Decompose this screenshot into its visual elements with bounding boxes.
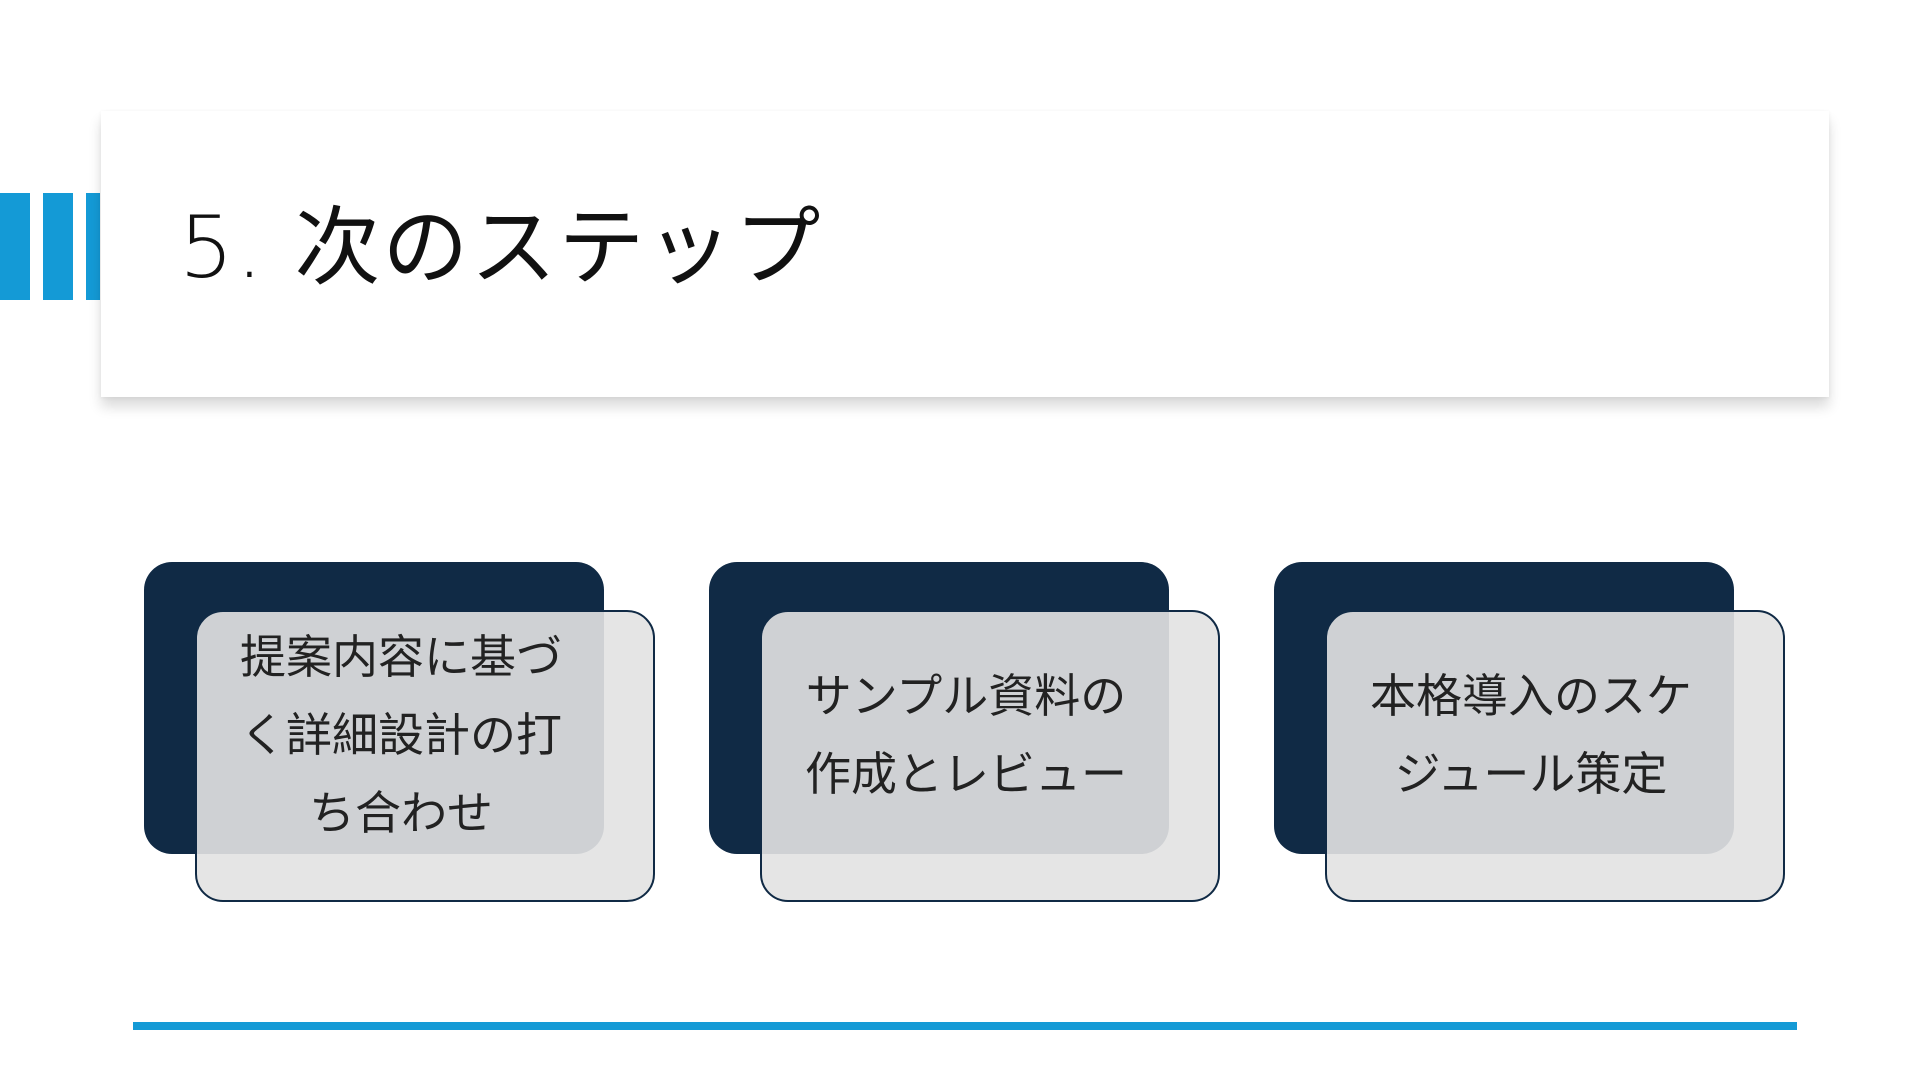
accent-bar-3 xyxy=(86,193,100,300)
step-card-1: 提案内容に基づ く詳細設計の打 ち合わせ xyxy=(144,562,658,904)
footer-rule xyxy=(133,1022,1797,1030)
step-text: 提案内容に基づ く詳細設計の打 ち合わせ xyxy=(240,630,562,840)
slide-title: 5. 次のステップ xyxy=(179,198,823,298)
step-card-front xyxy=(760,610,1220,902)
step-card-front xyxy=(1325,610,1785,902)
step-card-2: サンプル資料の 作成とレビュー xyxy=(709,562,1223,904)
title-panel: 5. 次のステップ xyxy=(101,111,1829,397)
step-text: サンプル資料の 作成とレビュー xyxy=(805,669,1127,801)
step-card-front xyxy=(195,610,655,902)
accent-bar-1 xyxy=(0,193,30,300)
accent-bar-2 xyxy=(43,193,73,300)
step-text: 本格導入のスケ ジュール策定 xyxy=(1370,669,1692,801)
step-card-3: 本格導入のスケ ジュール策定 xyxy=(1274,562,1788,904)
